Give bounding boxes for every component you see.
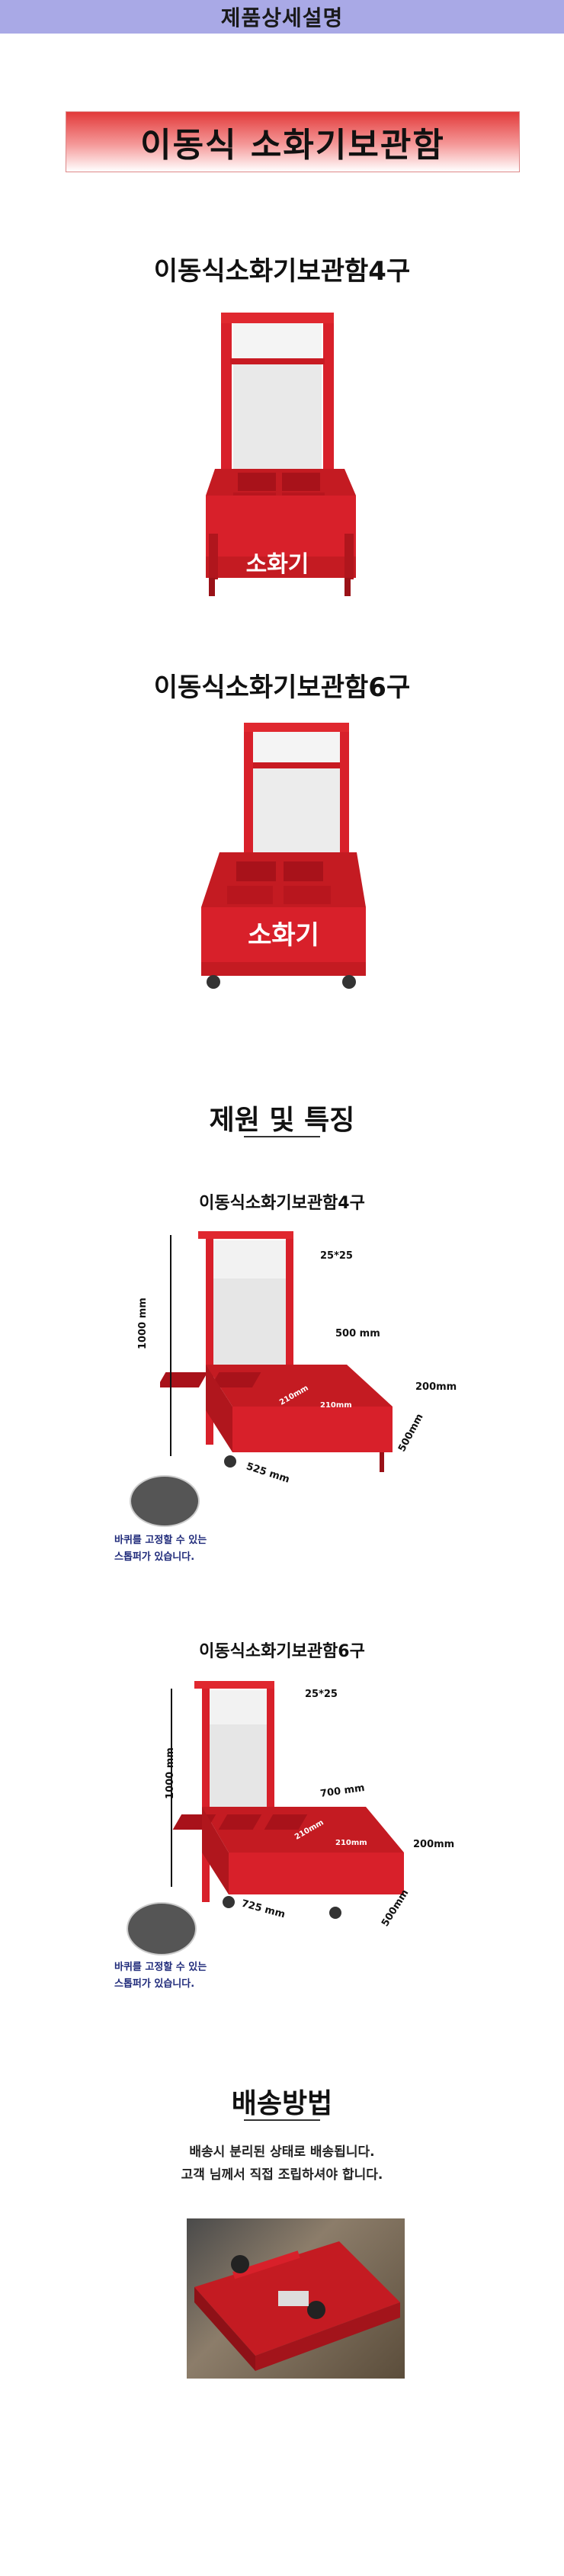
product-title-bar: 이동식 소화기보관함 xyxy=(66,111,520,172)
inner-dim-b-4: 210mm xyxy=(320,1401,352,1410)
height-dim-line-4 xyxy=(170,1235,171,1456)
specs-underline xyxy=(244,1136,320,1137)
product-image-6: 소화기 xyxy=(197,717,368,999)
product-image-4: 소화기 xyxy=(200,305,360,602)
caster-note-6: 바퀴를 고정할 수 있는 스톱퍼가 있습니다. xyxy=(114,1959,267,1993)
spec-diagram-4 xyxy=(160,1224,412,1498)
specs-heading: 제원 및 특징 xyxy=(209,1105,355,1136)
caster-note-6-line1: 바퀴를 고정할 수 있는 xyxy=(114,1962,207,1973)
pipe-dim-6: 25*25 xyxy=(305,1689,338,1700)
shipping-line1: 배송시 분리된 상태로 배송됩니다. xyxy=(189,2145,375,2160)
top-banner: 제품상세설명 xyxy=(0,0,564,34)
spec-diagram-6 xyxy=(160,1673,419,1948)
banner-title: 제품상세설명 xyxy=(220,5,344,30)
box-height-dim-6: 200mm xyxy=(413,1839,455,1850)
caster-note-4: 바퀴를 고정할 수 있는 스톱퍼가 있습니다. xyxy=(114,1532,267,1566)
product-label-4: 소화기 xyxy=(246,551,309,578)
inner-dim-b-6: 210mm xyxy=(335,1839,367,1847)
shipping-heading: 배송방법 xyxy=(231,2088,333,2119)
box-height-dim-4: 200mm xyxy=(415,1381,457,1393)
product-label-6: 소화기 xyxy=(248,920,319,951)
pipe-dim-4: 25*25 xyxy=(320,1250,353,1262)
caster-closeup-4 xyxy=(130,1475,200,1527)
spec-4-title: 이동식소화기보관함4구 xyxy=(199,1194,365,1213)
variant-6-title: 이동식소화기보관함6구 xyxy=(153,672,411,703)
shipping-line2: 고객 님께서 직접 조립하셔야 합니다. xyxy=(181,2167,383,2183)
width-dim-4: 500 mm xyxy=(335,1328,380,1339)
shipping-photo xyxy=(187,2218,405,2379)
caster-closeup-6 xyxy=(127,1902,197,1955)
shipping-underline xyxy=(244,2119,320,2121)
product-title: 이동식 소화기보관함 xyxy=(140,126,445,165)
height-dim-4: 1000 mm xyxy=(137,1298,149,1349)
caster-note-4-line1: 바퀴를 고정할 수 있는 xyxy=(114,1535,207,1546)
caster-note-6-line2: 스톱퍼가 있습니다. xyxy=(114,1978,195,1990)
height-dim-6: 1000 mm xyxy=(165,1747,176,1799)
variant-4-title: 이동식소화기보관함4구 xyxy=(153,256,411,287)
caster-note-4-line2: 스톱퍼가 있습니다. xyxy=(114,1551,195,1563)
height-dim-line-6 xyxy=(171,1689,172,1887)
spec-6-title: 이동식소화기보관함6구 xyxy=(199,1642,365,1661)
